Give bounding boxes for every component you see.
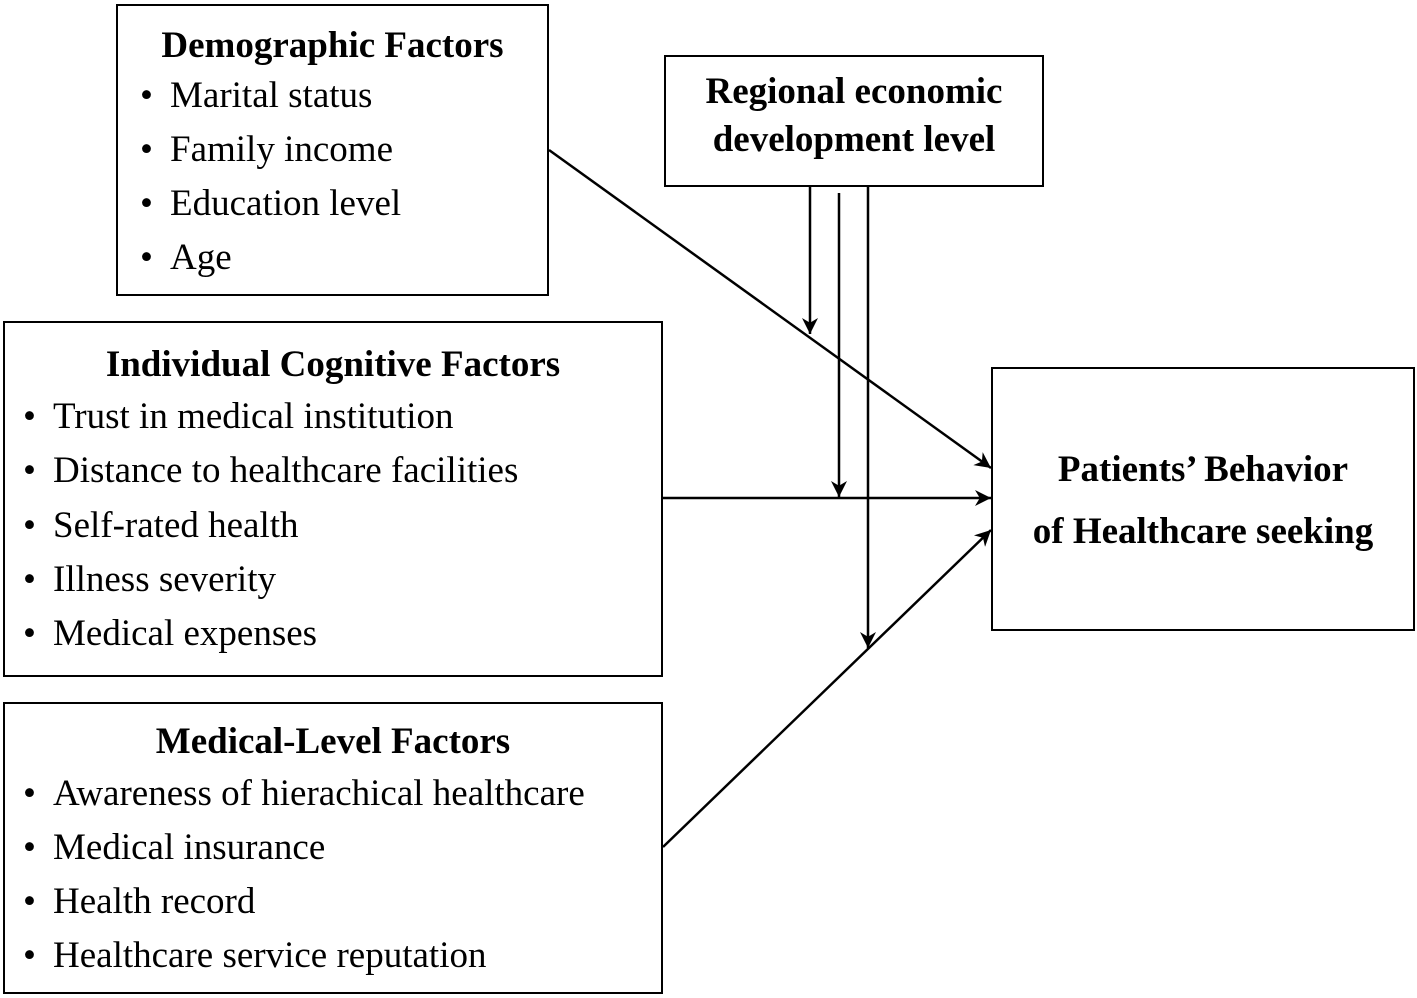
bullet-icon: • bbox=[23, 935, 36, 976]
medical-level-box: Medical-Level Factors •Awareness of hier… bbox=[3, 702, 663, 994]
patients-behavior-title: Patients’ Behavior of Healthcare seeking bbox=[1032, 449, 1374, 552]
individual-cognitive-box: Individual Cognitive Factors •Trust in m… bbox=[3, 321, 663, 677]
list-item: •Education level bbox=[140, 183, 402, 224]
patients-behavior-box: Patients’ Behavior of Healthcare seeking bbox=[991, 367, 1415, 631]
arrow-demographic-to-outcome bbox=[548, 148, 992, 470]
list-item: •Medical expenses bbox=[23, 613, 318, 654]
list-item: •Illness severity bbox=[23, 559, 276, 600]
list-item: •Distance to healthcare facilities bbox=[23, 450, 519, 491]
list-item: •Trust in medical institution bbox=[23, 396, 454, 437]
medical-level-title: Medical-Level Factors bbox=[155, 721, 511, 762]
list-item: •Age bbox=[140, 237, 232, 278]
bullet-icon: • bbox=[140, 183, 153, 224]
bullet-icon: • bbox=[23, 505, 36, 546]
list-item: •Health record bbox=[23, 881, 256, 922]
list-item: •Self-rated health bbox=[23, 505, 299, 546]
bullet-icon: • bbox=[23, 559, 36, 600]
individual-cognitive-title: Individual Cognitive Factors bbox=[105, 344, 561, 385]
regional-economic-title: Regional economic development level bbox=[705, 71, 1003, 160]
bullet-icon: • bbox=[23, 450, 36, 491]
arrow-medical-to-outcome bbox=[662, 529, 992, 848]
bullet-icon: • bbox=[23, 773, 36, 814]
bullet-icon: • bbox=[23, 881, 36, 922]
bullet-icon: • bbox=[140, 75, 153, 116]
bullet-icon: • bbox=[23, 827, 36, 868]
list-item: •Medical insurance bbox=[23, 827, 326, 868]
list-item: •Healthcare service reputation bbox=[23, 935, 487, 976]
list-item: •Family income bbox=[140, 129, 393, 170]
bullet-icon: • bbox=[23, 613, 36, 654]
list-item: •Awareness of hierachical healthcare bbox=[23, 773, 585, 814]
list-item: •Marital status bbox=[140, 75, 373, 116]
demographic-factors-title: Demographic Factors bbox=[161, 25, 504, 66]
bullet-icon: • bbox=[23, 396, 36, 437]
bullet-icon: • bbox=[140, 237, 153, 278]
bullet-icon: • bbox=[140, 129, 153, 170]
demographic-factors-box: Demographic Factors •Marital status •Fam… bbox=[116, 4, 549, 296]
regional-economic-box: Regional economic development level bbox=[664, 55, 1044, 187]
